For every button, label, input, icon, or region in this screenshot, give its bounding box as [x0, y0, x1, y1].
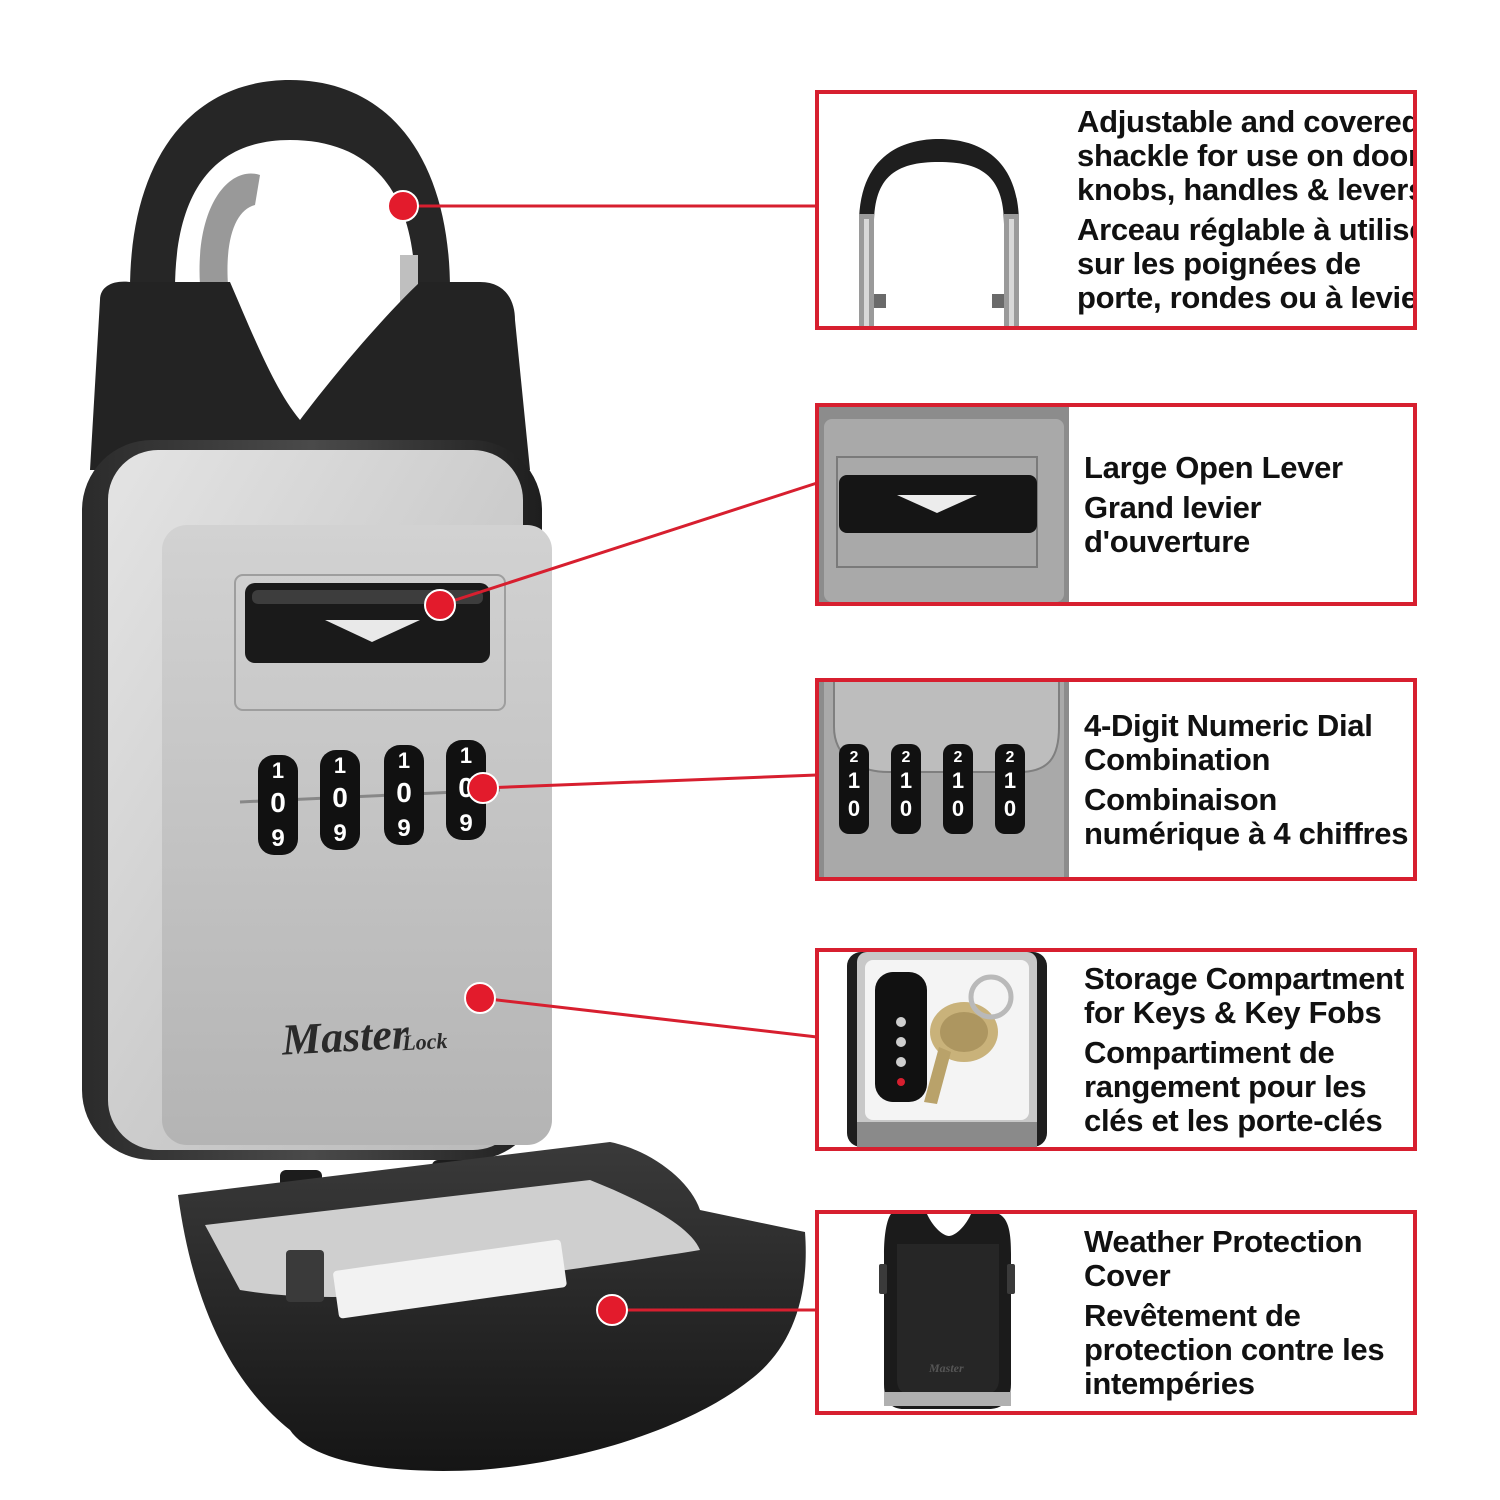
- svg-text:1: 1: [334, 753, 346, 778]
- svg-text:2: 2: [850, 749, 859, 766]
- svg-text:0: 0: [1004, 796, 1016, 821]
- storage-fr-line-2: rangement pour les: [1084, 1068, 1367, 1104]
- callout-cover-text: Weather Protection Cover Revêtement de p…: [1084, 1214, 1407, 1411]
- leader-lines: [403, 204, 818, 1312]
- storage-fr-line-1: Compartiment de: [1084, 1034, 1335, 1070]
- svg-text:2: 2: [902, 749, 911, 766]
- callout-dial: 2 1 0 2 1 0 2 1 0 2 1 0 4-Digit Numeric …: [815, 678, 1417, 881]
- svg-text:9: 9: [459, 810, 472, 837]
- shackle-en-line-3: knobs, handles & levers: [1077, 172, 1417, 207]
- storage-en-line-1: Storage Compartment: [1084, 960, 1404, 996]
- cover-fr-line-1: Revêtement de: [1084, 1297, 1301, 1333]
- svg-text:0: 0: [900, 796, 912, 821]
- cover-en-line-2: Cover: [1084, 1257, 1171, 1293]
- callout-lever-text: Large Open Lever Grand levier d'ouvertur…: [1084, 407, 1407, 602]
- dial-fr-line-2: numérique à 4 chiffres: [1084, 815, 1409, 851]
- weather-cover-open: [178, 1142, 806, 1471]
- svg-text:9: 9: [397, 815, 410, 842]
- svg-text:1: 1: [848, 768, 860, 793]
- svg-text:1: 1: [1004, 768, 1016, 793]
- storage-thumbnail: [847, 952, 1047, 1147]
- shackle-fr-line-2: sur les poignées de: [1077, 246, 1361, 281]
- callout-markers: [387, 190, 628, 1326]
- svg-text:0: 0: [396, 777, 412, 808]
- storage-en-line-2: for Keys & Key Fobs: [1084, 994, 1382, 1030]
- marker-dial: [467, 772, 499, 804]
- dial-en-line-2: Combination: [1084, 741, 1271, 777]
- marker-storage: [464, 982, 496, 1014]
- svg-text:0: 0: [270, 787, 286, 818]
- shackle-en-line-1: Adjustable and covered: [1077, 104, 1417, 139]
- combination-dial-1[interactable]: 1 0 9: [258, 755, 298, 855]
- shackle-fr-line-1: Arceau réglable à utiliser: [1077, 212, 1417, 247]
- storage-fr-line-3: clés et les porte-clés: [1084, 1102, 1383, 1138]
- dial-en-line-1: 4-Digit Numeric Dial: [1084, 707, 1373, 743]
- cover-fr-line-3: intempéries: [1084, 1365, 1255, 1401]
- lever-fr-line-2: d'ouverture: [1084, 523, 1250, 559]
- callout-shackle-text: Adjustable and covered shackle for use o…: [1077, 94, 1417, 326]
- svg-text:9: 9: [333, 820, 346, 847]
- marker-shackle: [387, 190, 419, 222]
- lever-fr-line-1: Grand levier: [1084, 489, 1262, 525]
- svg-text:0: 0: [952, 796, 964, 821]
- cover-en-line-1: Weather Protection: [1084, 1223, 1363, 1259]
- svg-text:Master: Master: [280, 1009, 411, 1065]
- svg-text:0: 0: [848, 796, 860, 821]
- callout-weather-cover: Master Weather Protection Cover Revêteme…: [815, 1210, 1417, 1415]
- svg-text:1: 1: [900, 768, 912, 793]
- marker-lever: [424, 589, 456, 621]
- shackle-en-line-2: shackle for use on door: [1077, 138, 1417, 173]
- lever-en-line-1: Large Open Lever: [1084, 449, 1343, 485]
- marker-cover: [596, 1294, 628, 1326]
- svg-text:1: 1: [272, 758, 284, 783]
- svg-text:Master: Master: [928, 1361, 964, 1375]
- shackle-thumbnail: [859, 139, 1019, 326]
- dial-fr-line-1: Combinaison: [1084, 781, 1278, 817]
- svg-text:1: 1: [398, 748, 410, 773]
- combination-dial-3[interactable]: 1 0 9: [384, 745, 424, 845]
- weather-cover-thumbnail: Master: [879, 1214, 1015, 1409]
- open-lever: [245, 583, 490, 663]
- svg-text:9: 9: [271, 825, 284, 852]
- lever-thumbnail: [819, 407, 1069, 602]
- shackle-fr-line-3: porte, rondes ou à levier: [1077, 280, 1417, 315]
- svg-text:0: 0: [332, 782, 348, 813]
- lock-housing-top: [90, 281, 530, 470]
- svg-text:1: 1: [460, 743, 472, 768]
- svg-text:1: 1: [952, 768, 964, 793]
- svg-text:2: 2: [1006, 749, 1015, 766]
- callout-dial-text: 4-Digit Numeric Dial Combination Combina…: [1084, 682, 1409, 877]
- combination-dial-2[interactable]: 1 0 9: [320, 750, 360, 850]
- callout-lever: Large Open Lever Grand levier d'ouvertur…: [815, 403, 1417, 606]
- callout-storage: Storage Compartment for Keys & Key Fobs …: [815, 948, 1417, 1151]
- svg-text:Lock: Lock: [401, 1028, 448, 1055]
- callout-shackle: Adjustable and covered shackle for use o…: [815, 90, 1417, 330]
- cover-fr-line-2: protection contre les: [1084, 1331, 1385, 1367]
- dial-thumbnail: 2 1 0 2 1 0 2 1 0 2 1 0: [819, 682, 1069, 877]
- master-lock-logo: Master Lock: [280, 1009, 448, 1065]
- callout-storage-text: Storage Compartment for Keys & Key Fobs …: [1084, 952, 1407, 1147]
- svg-text:2: 2: [954, 749, 963, 766]
